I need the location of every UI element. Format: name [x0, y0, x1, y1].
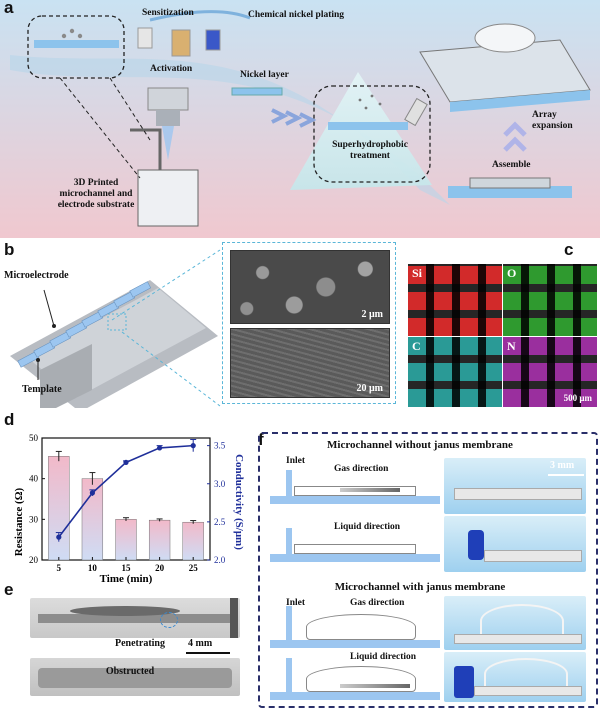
bar-resistance-15	[115, 519, 137, 561]
xtick-label-15: 15	[122, 563, 132, 573]
label-microelectrode: Microelectrode	[4, 270, 69, 281]
sem-frame	[222, 242, 396, 404]
liquid-direction-label-1: Liquid direction	[334, 522, 401, 532]
xtick-label-20: 20	[155, 563, 165, 573]
panel-a-label: a	[4, 0, 14, 17]
inlet-label-2: Inlet	[286, 598, 305, 608]
eds-scale: 500 μm	[563, 393, 592, 403]
conductivity-point-10	[89, 490, 95, 496]
eds-label-o: O	[507, 266, 517, 280]
diagram-without-gas	[270, 468, 440, 504]
eds-map-si: Si	[408, 264, 502, 336]
bar-resistance-20	[148, 519, 171, 561]
conductivity-point-25	[190, 443, 196, 449]
photo-obstructed	[30, 658, 240, 696]
panel-b: b Microelectrode Template 2 μm 20 μm	[0, 240, 400, 408]
panel-f-frame	[258, 432, 598, 708]
title-without-janus: Microchannel without janus membrane	[327, 439, 513, 451]
xtick-label-25: 25	[189, 563, 199, 573]
eds-map-n: N 500 μm	[503, 337, 597, 407]
photo-with-gas	[444, 596, 586, 650]
chart-xlabel: Time (min)	[100, 573, 153, 585]
channel-strip-obstructed	[38, 668, 232, 688]
sem-image-top: 2 μm	[230, 250, 390, 324]
ytick-label-30: 30	[29, 514, 39, 524]
panel-c: c Si O C N 500 μm	[404, 240, 600, 408]
y2tick-label-2: 2.0	[214, 555, 226, 565]
title-with-janus: Microchannel with janus membrane	[334, 581, 506, 593]
chart-ylabel: Resistance (Ω)	[13, 487, 25, 556]
panel-d-label: d	[4, 410, 15, 429]
y2tick-label-3.5: 3.5	[214, 441, 226, 451]
panel-c-label: c	[564, 240, 574, 259]
eds-label-c: C	[412, 339, 421, 353]
channel-strip	[38, 614, 232, 623]
needle	[230, 598, 238, 638]
y2tick-label-3: 3.0	[214, 479, 226, 489]
scale-label-e: 4 mm	[188, 638, 213, 649]
ytick-label-20: 20	[29, 555, 39, 565]
photo-penetrating	[30, 598, 240, 638]
label-printed-substrate: 3D Printed microchannel and electrode su…	[57, 178, 135, 210]
diagram-with-liquid	[270, 656, 440, 700]
droplet	[70, 606, 180, 616]
chart-y2label: Conductivity (S/μm)	[233, 454, 245, 550]
label-array-expansion: Array expansion	[532, 110, 573, 131]
liquid-direction-label-2: Liquid direction	[350, 652, 417, 662]
panel-f-label: f	[258, 430, 264, 449]
panel-f: f Microchannel without janus membrane In…	[250, 410, 600, 710]
diagram-with-gas	[270, 604, 440, 648]
panel-e: e Penetrating Obstructed 4 mm	[0, 580, 245, 710]
bar-resistance-25	[182, 521, 204, 561]
diagram-without-liquid	[270, 526, 440, 562]
photo-with-liquid	[444, 652, 586, 702]
scale-bar-f	[548, 474, 584, 476]
resistance-conductivity-chart: Resistance (Ω) Conductivity (S/μm) Time …	[13, 433, 245, 585]
label-assemble: Assemble	[492, 160, 531, 170]
label-activation: Activation	[150, 64, 193, 74]
gas-direction-label-2: Gas direction	[350, 598, 405, 608]
scale-label-f: 3 mm	[550, 460, 575, 471]
label-chemical-nickel-plating: Chemical nickel plating	[248, 10, 345, 20]
sem-image-bottom: 20 μm	[230, 328, 390, 398]
eds-label-n: N	[507, 339, 516, 353]
eds-label-si: Si	[412, 266, 423, 280]
label-penetrating: Penetrating	[115, 638, 165, 649]
sem-scale-bottom: 20 μm	[356, 383, 384, 394]
bar-resistance-5	[48, 456, 70, 561]
ytick-label-40: 40	[29, 474, 39, 484]
xtick-label-5: 5	[57, 563, 62, 573]
sem-scale-top: 2 μm	[361, 309, 384, 320]
label-template: Template	[22, 384, 62, 395]
penetration-marker	[160, 612, 178, 628]
photo-without-liquid	[444, 516, 586, 572]
eds-map-c: C	[408, 337, 502, 407]
scale-bar-e	[186, 652, 230, 654]
label-obstructed: Obstructed	[105, 666, 155, 677]
label-sensitization: Sensitization	[142, 8, 194, 18]
panel-a-illustration	[0, 0, 600, 238]
ytick-label-50: 50	[29, 433, 39, 443]
panel-a: a Sensitization Chemical nickel plating …	[0, 0, 600, 238]
y2tick-label-2.5: 2.5	[214, 517, 226, 527]
panel-b-label: b	[4, 240, 15, 259]
eds-map-o: O	[503, 264, 597, 336]
label-nickel-layer: Nickel layer	[240, 70, 289, 80]
inlet-label-1: Inlet	[286, 456, 305, 466]
conductivity-point-15	[123, 459, 129, 465]
gas-direction-label-1: Gas direction	[334, 464, 389, 474]
panel-b-device-illustration	[10, 249, 221, 408]
panel-d: d Resistance (Ω) Conductivity (S/μm) Tim…	[0, 410, 245, 588]
label-superhydrophobic-treatment: Superhydrophobic treatment	[332, 140, 408, 161]
xtick-label-10: 10	[88, 563, 98, 573]
conductivity-point-5	[56, 534, 62, 540]
conductivity-point-20	[157, 445, 163, 451]
photo-without-gas	[444, 458, 586, 514]
panel-e-label: e	[4, 580, 14, 599]
